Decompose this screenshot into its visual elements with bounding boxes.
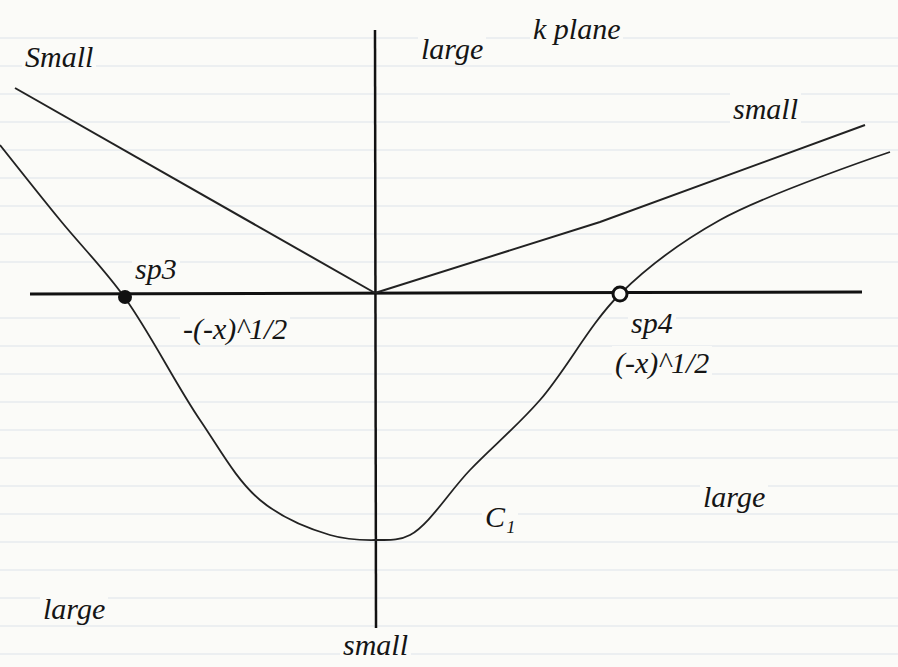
sketch-label: large bbox=[700, 480, 768, 513]
ruled-lines bbox=[0, 38, 898, 654]
saddle-point bbox=[118, 290, 132, 304]
sketch-label: k plane bbox=[530, 12, 623, 45]
sketch-label: small bbox=[340, 628, 411, 661]
contour-c1 bbox=[0, 145, 890, 540]
sketch-label: small bbox=[730, 92, 801, 125]
sketch-label: large bbox=[40, 592, 108, 625]
sketch-label: (-x)^1/2 bbox=[612, 346, 712, 379]
sketch-label: C₁ bbox=[482, 500, 518, 533]
sketch-label: -(-x)^1/2 bbox=[180, 312, 290, 345]
saddle-point bbox=[613, 287, 627, 301]
sketch-label: large bbox=[418, 32, 486, 65]
real-axis bbox=[30, 292, 862, 294]
branch-line bbox=[375, 125, 865, 293]
sketch-label: sp4 bbox=[628, 306, 676, 339]
sketch-label: Small bbox=[22, 40, 96, 73]
imaginary-axis bbox=[375, 30, 376, 628]
sketch-label: sp3 bbox=[132, 252, 180, 285]
branch-line bbox=[15, 88, 375, 293]
